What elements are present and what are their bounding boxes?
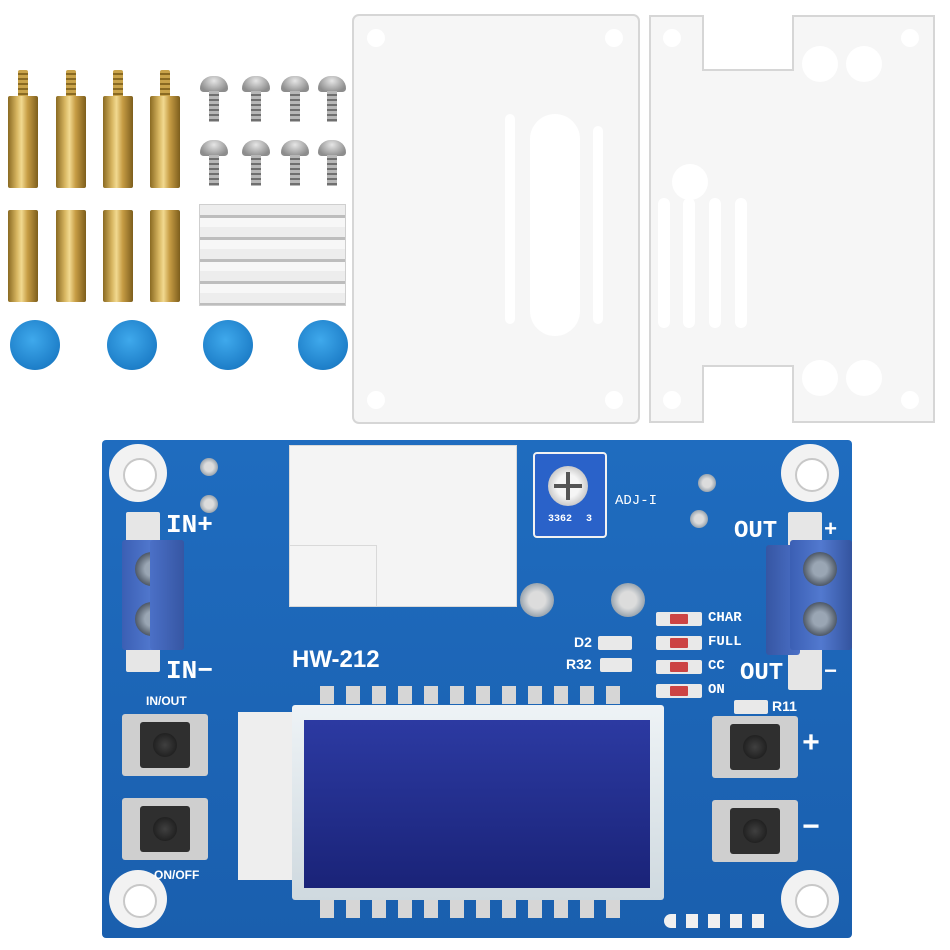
led-cc: [656, 660, 702, 674]
output-terminal-block[interactable]: [790, 540, 852, 650]
via: [520, 583, 554, 617]
via: [200, 495, 218, 513]
output-minus-label: OUT: [740, 660, 784, 687]
pot-adjust-knob[interactable]: [548, 466, 588, 506]
brass-standoff: [103, 70, 133, 188]
input-plus-label: IN+: [166, 510, 213, 540]
brass-standoff-female: [150, 210, 180, 302]
output-plus-label: OUT: [734, 518, 778, 545]
brass-standoff-female: [103, 210, 133, 302]
via: [200, 458, 218, 476]
led-label-cc: CC: [708, 658, 725, 674]
button-in-out-label: IN/OUT: [146, 694, 187, 708]
adj-i-label: ADJ-I: [615, 493, 658, 509]
mounting-hole: [109, 444, 167, 502]
lcd-screen: [304, 720, 650, 888]
resistor-r11: [734, 700, 768, 714]
via: [698, 474, 716, 492]
lcd-pins-bottom: [320, 900, 630, 918]
mounting-hole: [781, 870, 839, 928]
screw: [200, 76, 228, 122]
brass-standoff: [8, 70, 38, 188]
input-minus-label: IN−: [166, 656, 213, 686]
diode-d2: [598, 636, 632, 650]
via: [690, 510, 708, 528]
led-full: [656, 636, 702, 650]
mounting-hole: [109, 870, 167, 928]
screw: [200, 140, 228, 186]
button-cap: [10, 320, 60, 370]
brass-standoff: [150, 70, 180, 188]
button-plus-label: +: [802, 728, 821, 762]
ref-d2: D2: [574, 634, 592, 650]
via: [611, 583, 645, 617]
screw: [242, 140, 270, 186]
acrylic-plate-front: [352, 14, 640, 424]
button-cap: [298, 320, 348, 370]
screw: [318, 140, 346, 186]
led-label-char: CHAR: [708, 610, 742, 626]
led-char: [656, 612, 702, 626]
led-label-on: ON: [708, 682, 725, 698]
pot-value-mark: 3: [586, 514, 593, 525]
button-cap: [107, 320, 157, 370]
button-on-off-label: ON/OFF: [154, 868, 200, 882]
brass-standoff-female: [56, 210, 86, 302]
screw: [281, 140, 309, 186]
mounting-hole: [781, 444, 839, 502]
screw: [318, 76, 346, 122]
ref-r11: R11: [772, 698, 797, 714]
minus-button[interactable]: [712, 800, 798, 862]
ref-r32: R32: [566, 656, 592, 672]
output-plus-sign: +: [824, 518, 838, 543]
in-out-button[interactable]: [122, 714, 208, 776]
terminal-screw[interactable]: [803, 552, 837, 586]
lcd-flex-strip: [238, 712, 296, 880]
shield-extension: [289, 545, 377, 607]
led-label-full: FULL: [708, 634, 742, 650]
screw: [281, 76, 309, 122]
resistor-r32: [600, 658, 632, 672]
terminal-screw[interactable]: [803, 602, 837, 636]
button-cap: [203, 320, 253, 370]
led-on: [656, 684, 702, 698]
brass-standoff: [56, 70, 86, 188]
output-minus-sign: −: [824, 660, 838, 685]
screw: [242, 76, 270, 122]
header-pins: [664, 914, 772, 928]
pot-marking: 3362: [548, 514, 573, 525]
heatsink: [199, 204, 346, 306]
acrylic-plate-back: [649, 15, 935, 423]
input-terminal-side: [150, 540, 184, 650]
plus-button[interactable]: [712, 716, 798, 778]
lcd-pins-top: [320, 686, 630, 704]
button-minus-label: −: [802, 812, 821, 846]
model-label: HW-212: [292, 646, 380, 673]
brass-standoff-female: [8, 210, 38, 302]
on-off-button[interactable]: [122, 798, 208, 860]
